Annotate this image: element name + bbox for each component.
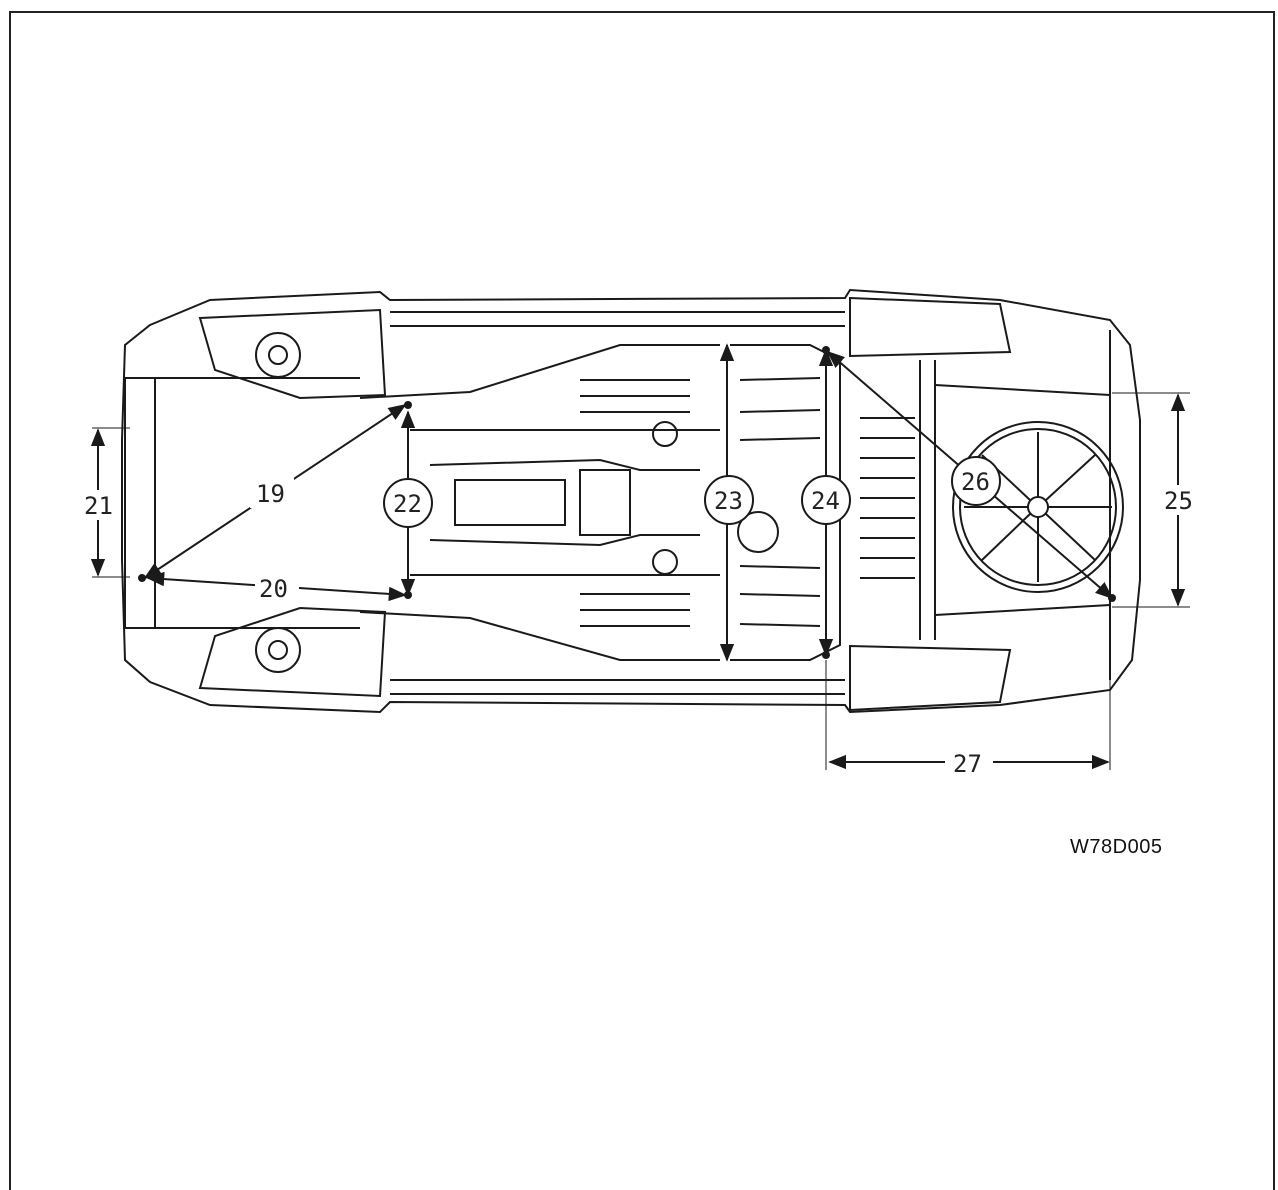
callout-labels: 21 19 20 22 23 24 25 26 27 — [82, 456, 1200, 778]
diagram-frame — [9, 11, 1275, 1190]
callout-23: 23 — [714, 487, 743, 515]
callout-25: 25 — [1164, 487, 1193, 515]
callout-21: 21 — [84, 492, 113, 520]
car-body — [121, 288, 1141, 714]
callout-24: 24 — [811, 487, 840, 515]
figure-code: W78D005 — [1070, 836, 1163, 858]
measuring-points — [138, 346, 1116, 659]
callout-19: 19 — [256, 480, 285, 508]
callout-26-circle — [951, 456, 1001, 506]
callout-24-circle — [801, 475, 851, 525]
callout-20: 20 — [259, 575, 288, 603]
callout-22: 22 — [393, 490, 422, 518]
callout-22-circle — [383, 478, 433, 528]
callout-27: 27 — [953, 750, 982, 778]
callout-26: 26 — [961, 468, 990, 496]
callout-23-circle — [704, 475, 754, 525]
